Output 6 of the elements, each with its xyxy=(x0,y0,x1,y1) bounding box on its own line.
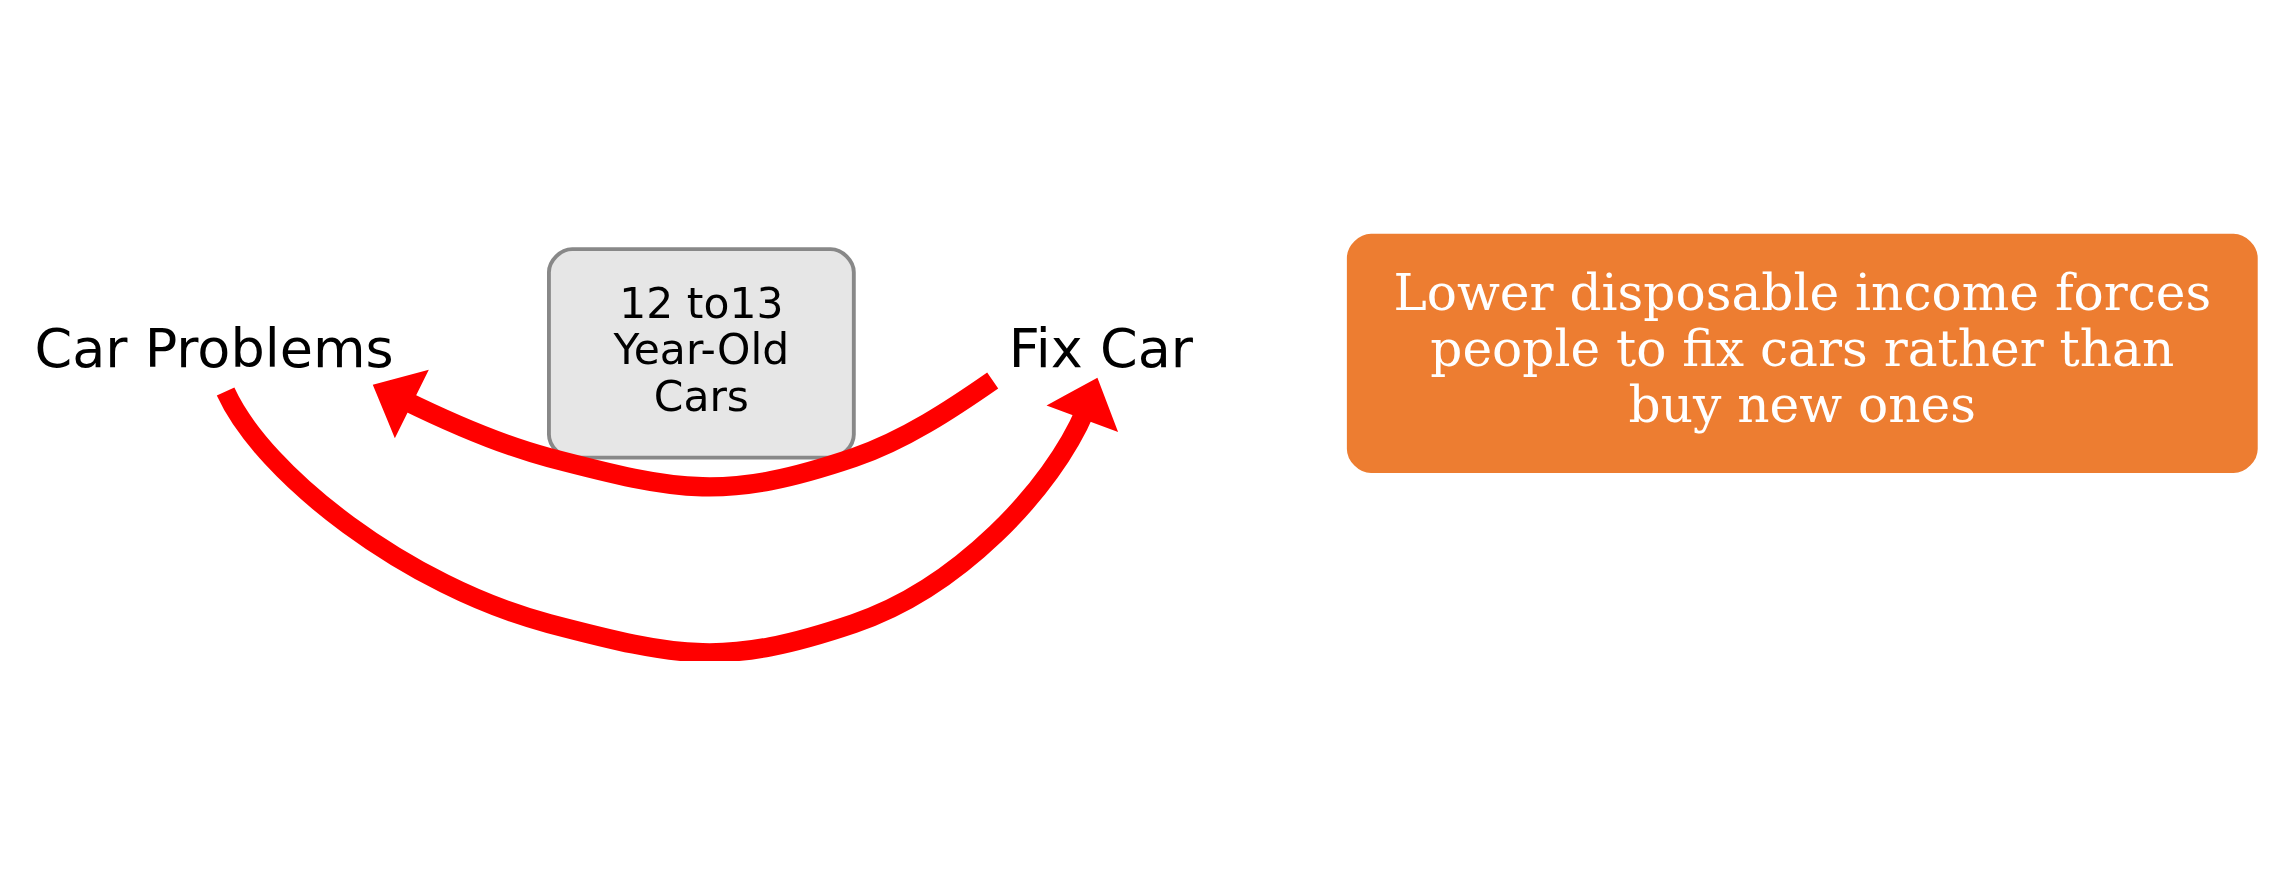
arrow xyxy=(217,377,1119,661)
node-text: Fix Car xyxy=(1008,316,1193,380)
node-box: 12 to13 Year-Old Cars xyxy=(547,247,856,460)
node-box: Lower disposable income forces people to fix cars rather than buy new ones xyxy=(1346,233,2258,474)
node-text: Car Problems xyxy=(34,316,394,380)
arrow xyxy=(372,369,999,497)
